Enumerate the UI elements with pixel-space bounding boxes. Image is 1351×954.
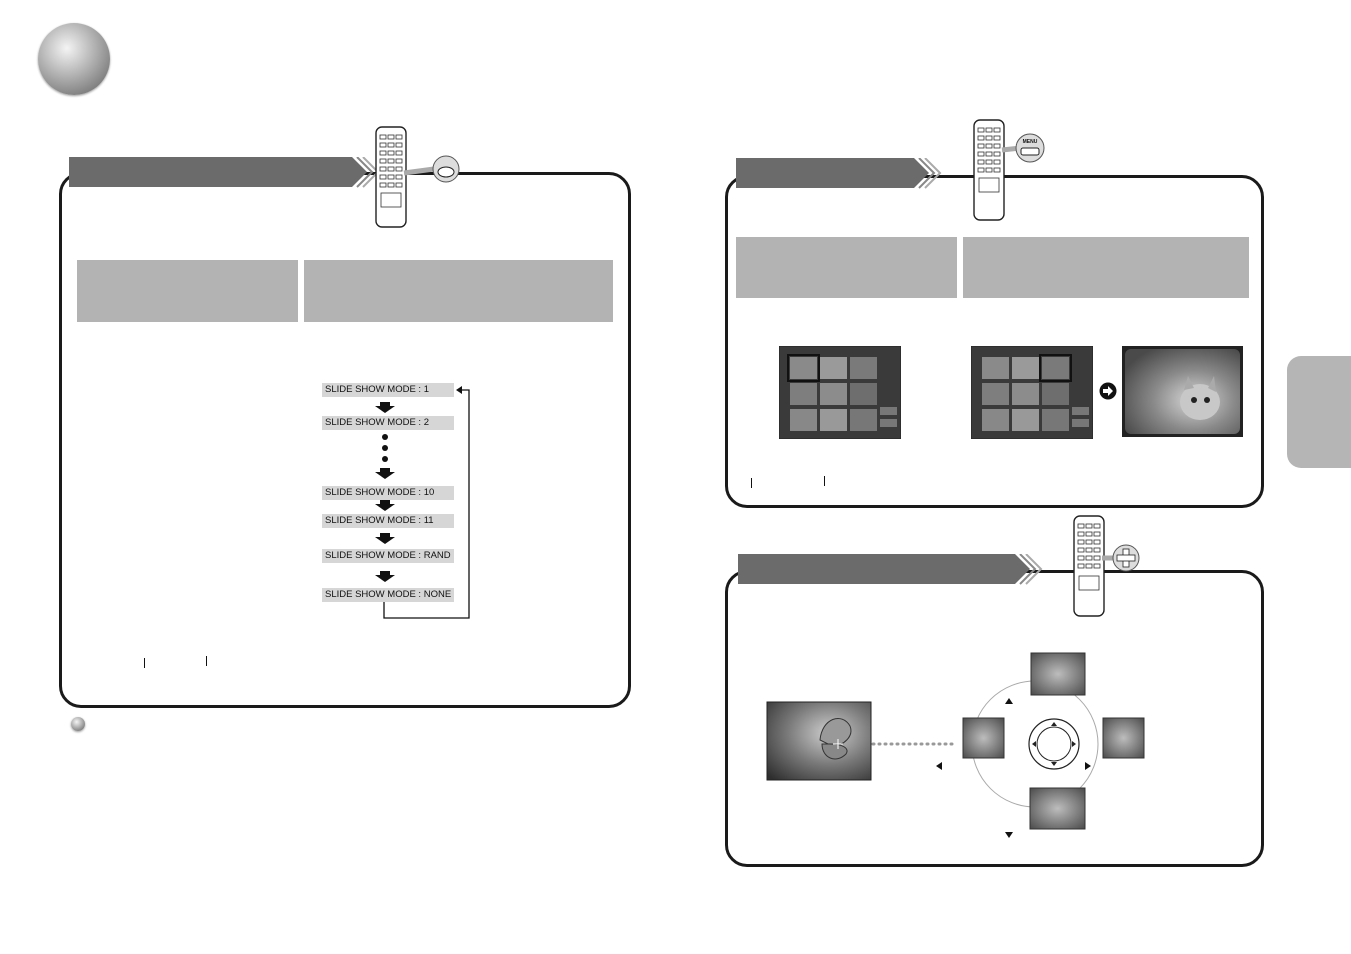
thumbnail-screen-2	[971, 346, 1093, 439]
slide-show-mode-item: SLIDE SHOW MODE : 10	[322, 486, 454, 500]
slide-show-mode-item: SLIDE SHOW MODE : RAND	[322, 549, 454, 563]
title-bullet-icon	[38, 23, 110, 95]
chapter-side-tab	[1287, 356, 1351, 468]
up-arrow-icon	[1005, 698, 1013, 704]
kitten-photo	[1122, 346, 1243, 437]
bracket-mark	[751, 478, 752, 488]
down-arrow-icon	[1005, 832, 1013, 838]
loop-back-arrow-icon	[456, 386, 462, 394]
pan-right-photo	[1102, 717, 1145, 759]
pan-left-photo	[962, 717, 1005, 759]
menu-panel	[725, 175, 1264, 508]
down-arrow-icon	[375, 533, 395, 544]
bracket-mark	[144, 658, 145, 668]
loop-back-line	[383, 389, 470, 619]
down-arrow-icon	[375, 500, 395, 511]
slide-show-mode-item: SLIDE SHOW MODE : 2	[322, 416, 454, 430]
ellipsis-dot	[382, 445, 388, 451]
ellipsis-dot	[382, 434, 388, 440]
left-arrow-icon	[936, 762, 942, 770]
table-header-left	[77, 260, 298, 322]
remote-control-icon	[973, 119, 1045, 221]
butterfly-photo	[766, 701, 872, 781]
right-arrow-icon	[1085, 762, 1091, 770]
slide-show-mode-item: SLIDE SHOW MODE : NONE	[322, 588, 454, 602]
table-header-right	[304, 260, 613, 322]
down-arrow-icon	[375, 402, 395, 413]
menu-table-header-right	[963, 237, 1249, 298]
zoom-header-bar	[738, 554, 1043, 585]
bracket-mark	[824, 476, 825, 486]
down-arrow-icon	[375, 571, 395, 582]
slide-show-panel	[59, 172, 631, 708]
direction-pad-icon	[1028, 718, 1080, 770]
slide-show-mode-item: SLIDE SHOW MODE : 1	[322, 383, 454, 397]
pan-up-photo	[1030, 652, 1086, 696]
pan-down-photo	[1029, 787, 1086, 830]
thumbnail-screen-1	[779, 346, 901, 439]
down-arrow-icon	[375, 468, 395, 479]
remote-control-icon	[1073, 515, 1140, 617]
bracket-mark	[206, 656, 207, 666]
ellipsis-dot	[382, 456, 388, 462]
menu-button-label: MENU	[1022, 139, 1038, 145]
remote-control-icon	[375, 126, 460, 228]
pan-diagram	[766, 652, 1145, 838]
next-arrow-icon	[1099, 382, 1117, 400]
menu-header-bar	[736, 158, 942, 189]
note-bullet-icon	[71, 717, 85, 731]
mode-flow-arrows	[375, 386, 470, 619]
slide-show-header-bar	[69, 157, 379, 188]
menu-table-header-left	[736, 237, 957, 298]
slide-show-mode-item: SLIDE SHOW MODE : 11	[322, 514, 454, 528]
